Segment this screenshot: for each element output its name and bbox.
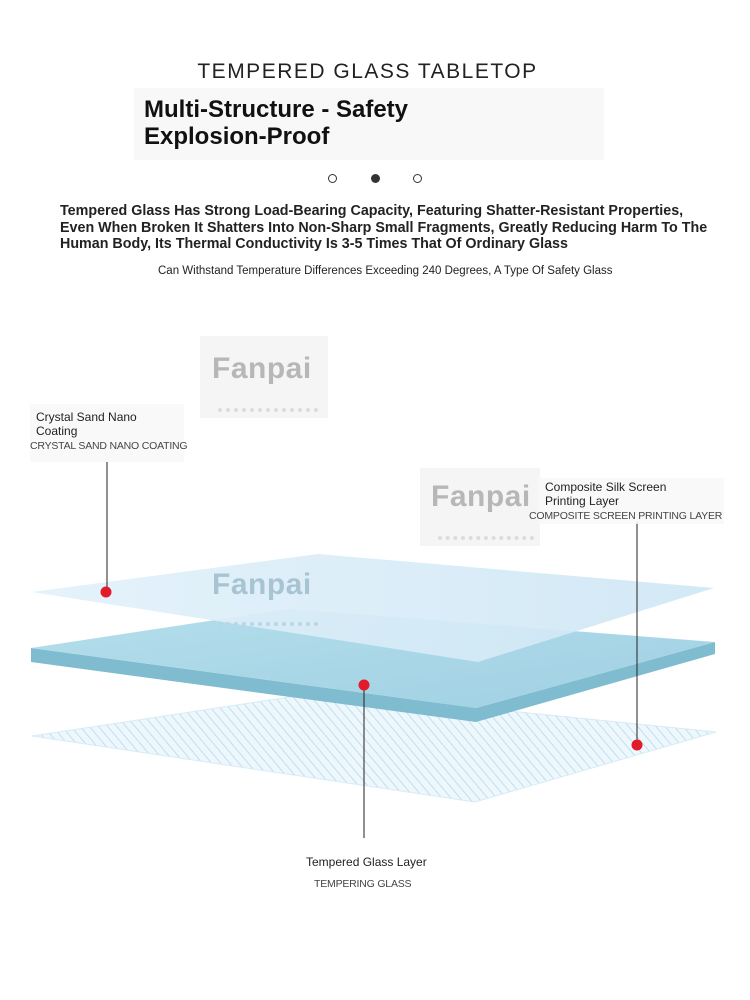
headline: Multi-Structure - Safety Explosion-Proof — [144, 96, 584, 150]
headline-line-2: Explosion-Proof — [144, 123, 330, 150]
carousel-dot-1[interactable] — [328, 174, 337, 183]
marker-coating — [100, 586, 112, 598]
label-coating-code: CRYSTAL SAND NANO COATING — [30, 440, 188, 452]
label-coating-name: Crystal Sand Nano Coating — [36, 410, 137, 438]
label-glass-name: Tempered Glass Layer — [306, 855, 427, 869]
headline-background — [134, 88, 604, 160]
page-eyebrow-title: TEMPERED GLASS TABLETOP — [197, 60, 538, 83]
watermark-box-1 — [200, 336, 328, 418]
label-box-coating — [30, 404, 184, 462]
headline-line-1: Multi-Structure - Safety — [144, 96, 409, 123]
description-text: Tempered Glass Has Strong Load-Bearing C… — [60, 203, 708, 252]
marker-printing — [631, 739, 643, 751]
watermark-logo-2: Fanpai — [431, 480, 531, 513]
watermark-subtext-3 — [218, 612, 318, 626]
watermark-box-2 — [420, 468, 540, 546]
carousel-dots — [325, 173, 425, 187]
nano-coating-layer — [32, 554, 714, 662]
label-printing-name: Composite Silk Screen Printing Layer — [545, 480, 667, 508]
watermark-subtext-2 — [438, 526, 534, 540]
description-note: Can Withstand Temperature Differences Ex… — [158, 265, 613, 277]
watermark-subtext-1 — [218, 398, 318, 412]
screen-printing-layer — [31, 691, 717, 803]
watermark-logo-1: Fanpai — [212, 352, 312, 385]
watermark-logo-3: Fanpai — [212, 568, 312, 601]
label-printing-code: COMPOSITE SCREEN PRINTING LAYER — [529, 510, 723, 522]
marker-glass — [358, 679, 370, 691]
label-box-printing — [538, 478, 724, 524]
carousel-dot-3[interactable] — [413, 174, 422, 183]
tempered-glass-edge — [31, 642, 715, 722]
carousel-dot-2-active[interactable] — [371, 174, 380, 183]
label-glass-code: TEMPERING GLASS — [314, 878, 412, 890]
